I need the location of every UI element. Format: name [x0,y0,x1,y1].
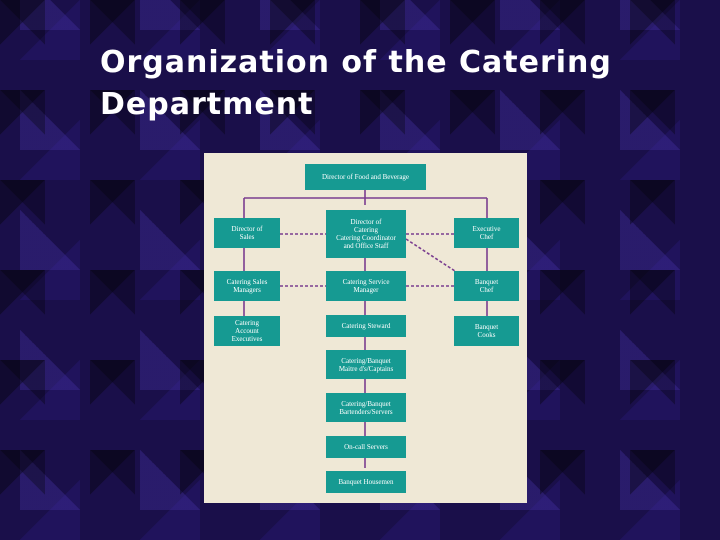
org-chart-panel: Director of Food and Beverage Director o… [204,153,527,503]
node-catering-steward: Catering Steward [326,315,406,337]
node-on-call-servers: On-call Servers [326,436,406,458]
node-banquet-housemen: Banquet Housemen [326,471,406,493]
dotted-catering-banquetchef [405,238,459,274]
slide-title-line-1: Organization of the Catering [100,45,612,80]
slide-title: Organization of the Catering Department [100,42,700,126]
node-director-food-beverage: Director of Food and Beverage [305,164,426,190]
slide-title-line-2: Department [100,87,314,122]
